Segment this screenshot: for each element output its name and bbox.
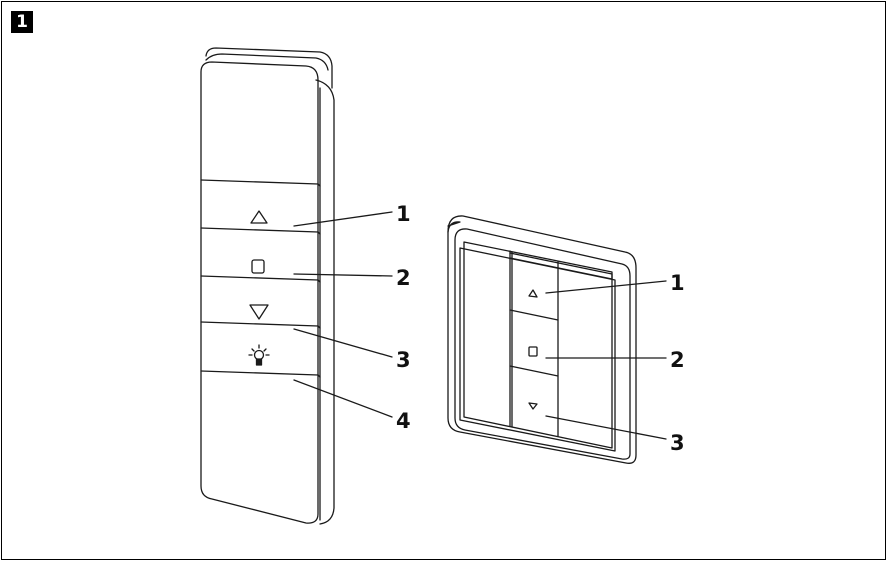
wall-switch [447,215,667,464]
callout-leader [293,379,393,418]
figure-number-badge: 1 [11,11,33,33]
triangle-up-icon [528,289,538,298]
callout-leader [293,211,393,227]
callout-leader [293,273,393,277]
remote-callout-1: 1 [396,202,411,226]
remote-button-divider [200,370,319,376]
switch-callout-3: 3 [670,431,685,455]
switch-plate [463,241,613,449]
callout-leader [293,328,393,358]
switch-callout-1: 1 [670,271,685,295]
switch-callout-2: 2 [670,348,685,372]
square-icon [251,259,265,274]
switch-frame-front [454,228,631,460]
remote-front-face [200,61,319,524]
triangle-down-icon [249,304,269,320]
triangle-down-icon [528,402,538,410]
remote-callout-4: 4 [396,409,411,433]
remote-callout-3: 3 [396,348,411,372]
light-bulb-icon [248,344,270,366]
remote-top-bevel [205,47,333,89]
remote-button-divider [200,179,319,185]
remote-callout-2: 2 [396,266,411,290]
handheld-remote [200,47,393,525]
remote-button-divider [200,321,319,327]
switch-outer-frame [447,215,637,464]
callout-leader [545,280,667,294]
remote-button-divider [200,275,319,281]
square-icon [528,346,538,357]
switch-button-divider [509,365,559,377]
triangle-up-icon [250,210,268,224]
remote-top-bevel-inner [205,53,329,71]
remote-button-divider [200,227,319,233]
callout-leader [545,415,667,440]
switch-button-divider [509,309,559,321]
remote-side-edge [315,79,335,525]
